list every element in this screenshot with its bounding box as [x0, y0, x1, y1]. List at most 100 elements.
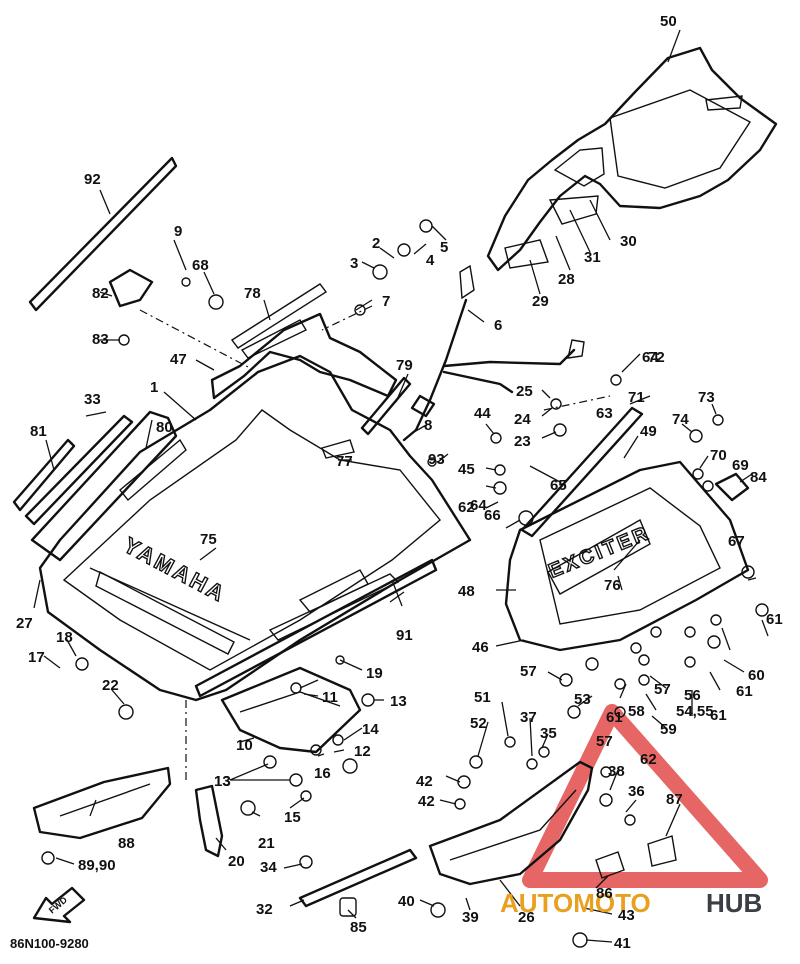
callout-20: 20: [228, 853, 245, 870]
callout-70: 70: [710, 447, 727, 464]
callout-64: 64: [470, 497, 487, 514]
callout-50: 50: [660, 13, 677, 30]
callout-45: 45: [458, 461, 475, 478]
callout-76: 76: [604, 577, 621, 594]
callout-59: 59: [660, 721, 677, 738]
callout-19: 19: [366, 665, 383, 682]
callout-72: 72: [648, 349, 665, 366]
trim-strip-93: [28, 156, 178, 312]
callout-57: 57: [596, 733, 613, 750]
callout-71: 71: [628, 389, 645, 406]
model-text: EXCITER: [546, 522, 654, 583]
callout-11: 11: [322, 689, 338, 706]
callout-7: 7: [382, 293, 390, 310]
watermark-triangle: [522, 704, 768, 888]
callout-18: 18: [56, 629, 73, 646]
callout-79: 79: [396, 357, 413, 374]
callout-43: 43: [618, 907, 635, 924]
callout-28: 28: [558, 271, 575, 288]
callout-4: 4: [426, 252, 435, 269]
callout-35: 35: [540, 725, 557, 742]
bracket-22: [194, 784, 224, 858]
callout-69: 69: [732, 457, 749, 474]
forward-arrow-icon: FWD: [32, 886, 86, 924]
callout-74: 74: [672, 411, 689, 428]
leader-lines: [33, 29, 769, 943]
callout-41: 41: [614, 935, 631, 952]
hood: [38, 354, 472, 702]
callout-77: 77: [336, 453, 353, 470]
side-panel: [504, 406, 750, 652]
callout-61: 61: [606, 709, 623, 726]
callout-64: 64: [642, 349, 659, 366]
brackets-83-85: [108, 268, 750, 502]
callout-86: 86: [596, 885, 613, 902]
callout-61: 61: [766, 611, 783, 628]
callout-54-55: 54,55: [676, 703, 714, 720]
callout-2: 2: [372, 235, 380, 252]
callout-62: 62: [458, 499, 475, 516]
callout-13: 13: [214, 773, 231, 790]
callout-62: 62: [640, 751, 657, 768]
callout-13: 13: [214, 773, 231, 790]
callout-1: 1: [150, 379, 158, 396]
callout-32: 32: [256, 901, 273, 918]
callout-3: 3: [350, 255, 358, 272]
callout-82: 82: [92, 285, 109, 302]
callout-49: 49: [640, 423, 657, 440]
callout-36: 36: [628, 783, 645, 800]
callout-26: 26: [518, 909, 535, 926]
callout-68: 68: [192, 257, 209, 274]
strips: [194, 376, 438, 698]
callout-38: 38: [608, 763, 625, 780]
callout-83: 83: [92, 331, 109, 348]
callout-91: 91: [396, 627, 413, 644]
callout-57: 57: [654, 681, 671, 698]
callout-52: 52: [470, 715, 487, 732]
side-moldings: [12, 410, 178, 562]
callout-48: 48: [458, 583, 475, 600]
lower-panel: [428, 760, 594, 886]
callout-56: 56: [684, 687, 701, 704]
callout-40: 40: [398, 893, 415, 910]
hood-inner-frame: [210, 283, 398, 400]
diagram-code: 86N100-9280: [10, 936, 89, 951]
callout-23: 23: [514, 433, 531, 450]
callout-78: 78: [244, 285, 261, 302]
callout-81: 81: [30, 423, 47, 440]
callout-85: 85: [350, 919, 367, 936]
callout-67: 67: [728, 533, 745, 550]
watermark-part1: AUTOMOTO: [500, 888, 651, 918]
callout-9: 9: [174, 223, 182, 240]
callout-51: 51: [474, 689, 491, 706]
callout-47: 47: [170, 351, 187, 368]
callout-21: 21: [258, 835, 275, 852]
callout-5: 5: [440, 239, 448, 256]
callout-58: 58: [628, 703, 645, 720]
callout-17: 17: [28, 649, 45, 666]
callout-8: 8: [424, 417, 432, 434]
callout-80: 80: [156, 419, 173, 436]
callout-33: 33: [84, 391, 101, 408]
callout-10: 10: [236, 737, 253, 754]
callout-87: 87: [666, 791, 683, 808]
callout-60: 60: [748, 667, 765, 684]
cable-assembly: [402, 264, 585, 442]
callout-22: 22: [102, 677, 119, 694]
callout-63: 63: [596, 405, 613, 422]
callout-37: 37: [520, 709, 537, 726]
watermark-part2: HUB: [706, 888, 762, 918]
callout-39: 39: [462, 909, 479, 926]
callout-93: 93: [428, 451, 445, 468]
windshield: [486, 46, 778, 272]
callout-65: 65: [550, 477, 567, 494]
rail-34: [298, 848, 418, 908]
callout-84: 84: [750, 469, 767, 486]
callout-42: 42: [418, 793, 435, 810]
callout-88: 88: [118, 835, 135, 852]
fasteners: [41, 219, 769, 948]
callout-25: 25: [516, 383, 533, 400]
callout-89-90: 89,90: [78, 857, 116, 874]
callout-24: 24: [514, 411, 531, 428]
